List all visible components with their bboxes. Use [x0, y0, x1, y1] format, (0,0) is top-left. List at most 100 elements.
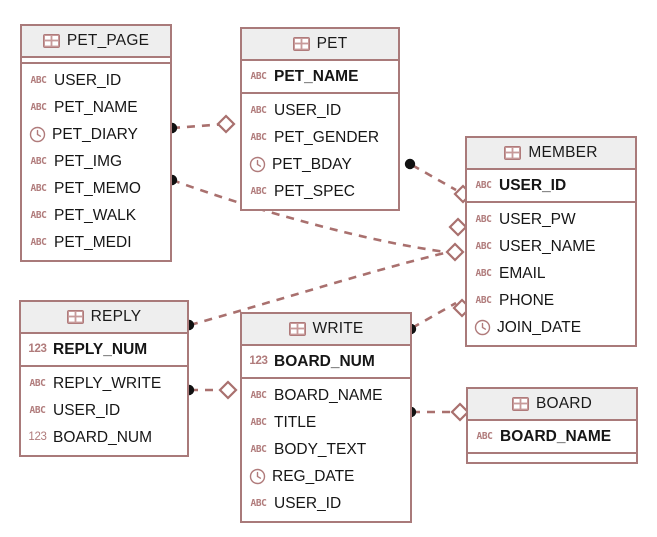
attribute-row[interactable]: PET_DIARY	[22, 121, 170, 148]
attribute-row[interactable]: ABC PET_MEDI	[22, 229, 170, 256]
table-icon	[504, 146, 522, 160]
marker-open-diamond	[218, 380, 238, 400]
attribute-row[interactable]: ABC PET_IMG	[22, 148, 170, 175]
table-icon	[288, 322, 306, 336]
primary-key-row[interactable]: ABC PET_NAME	[242, 61, 398, 92]
abc-icon: ABC	[30, 155, 47, 167]
attribute-name: JOIN_DATE	[497, 318, 582, 336]
relationship-line-pet_page-pet	[171, 122, 227, 130]
clock-icon	[29, 126, 46, 143]
table-icon	[511, 397, 529, 411]
entity-write[interactable]: WRITE 123 BOARD_NUM ABC BOARD_NAME ABC T…	[240, 312, 412, 523]
number-icon: 123	[28, 431, 47, 443]
attribute-row[interactable]: 123 BOARD_NUM	[21, 424, 187, 451]
abc-icon: ABC	[250, 389, 267, 401]
attribute-row[interactable]: ABC PET_NAME	[22, 94, 170, 121]
clock-icon	[474, 319, 491, 336]
entity-member[interactable]: MEMBER ABC USER_ID ABC USER_PW ABC USER_…	[465, 136, 637, 347]
attribute-name: PHONE	[499, 291, 555, 309]
attribute-name: PET_BDAY	[272, 155, 352, 173]
abc-icon: ABC	[475, 240, 492, 252]
attribute-name: PET_GENDER	[274, 128, 380, 146]
attribute-name: EMAIL	[499, 264, 546, 282]
abc-icon: ABC	[30, 74, 47, 86]
table-icon	[66, 310, 84, 324]
entity-title: MEMBER	[528, 144, 598, 161]
attribute-row[interactable]: ABC USER_ID	[21, 397, 187, 424]
attribute-name: USER_ID	[499, 176, 567, 194]
pk-section-pet_page	[22, 58, 170, 64]
attribute-name: PET_MEMO	[54, 179, 141, 197]
abc-icon: ABC	[250, 443, 267, 455]
pk-section-member: ABC USER_ID	[467, 170, 635, 203]
attribute-name: BOARD_NUM	[53, 428, 153, 446]
entity-header-pet_page: PET_PAGE	[22, 26, 170, 58]
pk-section-reply: 123 REPLY_NUM	[21, 334, 187, 367]
attr-section-pet_page: ABC USER_ID ABC PET_NAME PET_DIARY ABC P…	[22, 64, 170, 260]
abc-icon: ABC	[475, 213, 492, 225]
attribute-row[interactable]: PET_BDAY	[242, 151, 398, 178]
attribute-row[interactable]: ABC PHONE	[467, 287, 635, 314]
marker-filled-circle	[404, 158, 416, 170]
entity-reply[interactable]: REPLY 123 REPLY_NUM ABC REPLY_WRITE ABC …	[19, 300, 189, 457]
attribute-name: USER_PW	[499, 210, 576, 228]
attribute-row[interactable]: REG_DATE	[242, 463, 410, 490]
abc-icon: ABC	[30, 101, 47, 113]
attribute-row[interactable]: ABC PET_MEMO	[22, 175, 170, 202]
abc-icon: ABC	[29, 377, 46, 389]
abc-icon: ABC	[250, 497, 267, 509]
abc-icon: ABC	[250, 131, 267, 143]
primary-key-row[interactable]: 123 REPLY_NUM	[21, 334, 187, 365]
attr-section-member: ABC USER_PW ABC USER_NAME ABC EMAIL ABC …	[467, 203, 635, 345]
relationship-line-write-member	[411, 301, 457, 330]
abc-icon: ABC	[29, 404, 46, 416]
attribute-name: PET_WALK	[54, 206, 137, 224]
table-icon	[42, 34, 60, 48]
attribute-row[interactable]: ABC USER_ID	[22, 67, 170, 94]
attribute-name: USER_ID	[53, 401, 121, 419]
attribute-row[interactable]: ABC USER_NAME	[467, 233, 635, 260]
attribute-name: BODY_TEXT	[274, 440, 367, 458]
attribute-row[interactable]: ABC REPLY_WRITE	[21, 370, 187, 397]
attribute-row[interactable]: ABC PET_GENDER	[242, 124, 398, 151]
attribute-name: USER_ID	[54, 71, 122, 89]
abc-icon: ABC	[30, 209, 47, 221]
entity-pet[interactable]: PET ABC PET_NAME ABC USER_ID ABC PET_GEN…	[240, 27, 400, 211]
pk-section-write: 123 BOARD_NUM	[242, 346, 410, 379]
attribute-name: USER_ID	[274, 494, 342, 512]
attr-section-reply: ABC REPLY_WRITE ABC USER_ID 123 BOARD_NU…	[21, 367, 187, 455]
attr-section-pet: ABC USER_ID ABC PET_GENDER PET_BDAY ABC …	[242, 94, 398, 209]
clock-icon	[249, 468, 266, 485]
entity-title: PET_PAGE	[66, 32, 150, 49]
pk-section-pet: ABC PET_NAME	[242, 61, 398, 94]
entity-header-write: WRITE	[242, 314, 410, 346]
attribute-row[interactable]: ABC USER_ID	[242, 490, 410, 517]
attribute-row[interactable]: ABC BOARD_NAME	[242, 382, 410, 409]
attribute-name: USER_ID	[274, 101, 342, 119]
abc-icon: ABC	[30, 236, 47, 248]
abc-icon: ABC	[250, 185, 267, 197]
attribute-row[interactable]: ABC TITLE	[242, 409, 410, 436]
attr-section-write: ABC BOARD_NAME ABC TITLE ABC BODY_TEXT R…	[242, 379, 410, 521]
attribute-row[interactable]: ABC EMAIL	[467, 260, 635, 287]
pk-section-board: ABC BOARD_NAME	[468, 421, 636, 454]
entity-header-board: BOARD	[468, 389, 636, 421]
number-icon: 123	[249, 355, 268, 367]
table-icon	[292, 37, 310, 51]
attribute-row[interactable]: ABC USER_PW	[467, 206, 635, 233]
entity-pet_page[interactable]: PET_PAGE ABC USER_ID ABC PET_NAME PET_DI…	[20, 24, 172, 262]
clock-icon	[249, 156, 266, 173]
primary-key-row[interactable]: 123 BOARD_NUM	[242, 346, 410, 377]
attribute-row[interactable]: ABC PET_WALK	[22, 202, 170, 229]
attribute-row[interactable]: ABC PET_SPEC	[242, 178, 398, 205]
entity-title: WRITE	[312, 320, 364, 337]
relationship-line-pet-member	[411, 163, 457, 192]
attribute-row[interactable]: ABC USER_ID	[242, 97, 398, 124]
primary-key-row[interactable]: ABC USER_ID	[467, 170, 635, 201]
attribute-row[interactable]: JOIN_DATE	[467, 314, 635, 341]
attribute-row[interactable]: ABC BODY_TEXT	[242, 436, 410, 463]
primary-key-row[interactable]: ABC BOARD_NAME	[468, 421, 636, 452]
attribute-name: REPLY_WRITE	[53, 374, 162, 392]
entity-board[interactable]: BOARD ABC BOARD_NAME	[466, 387, 638, 464]
attribute-name: USER_NAME	[499, 237, 596, 255]
